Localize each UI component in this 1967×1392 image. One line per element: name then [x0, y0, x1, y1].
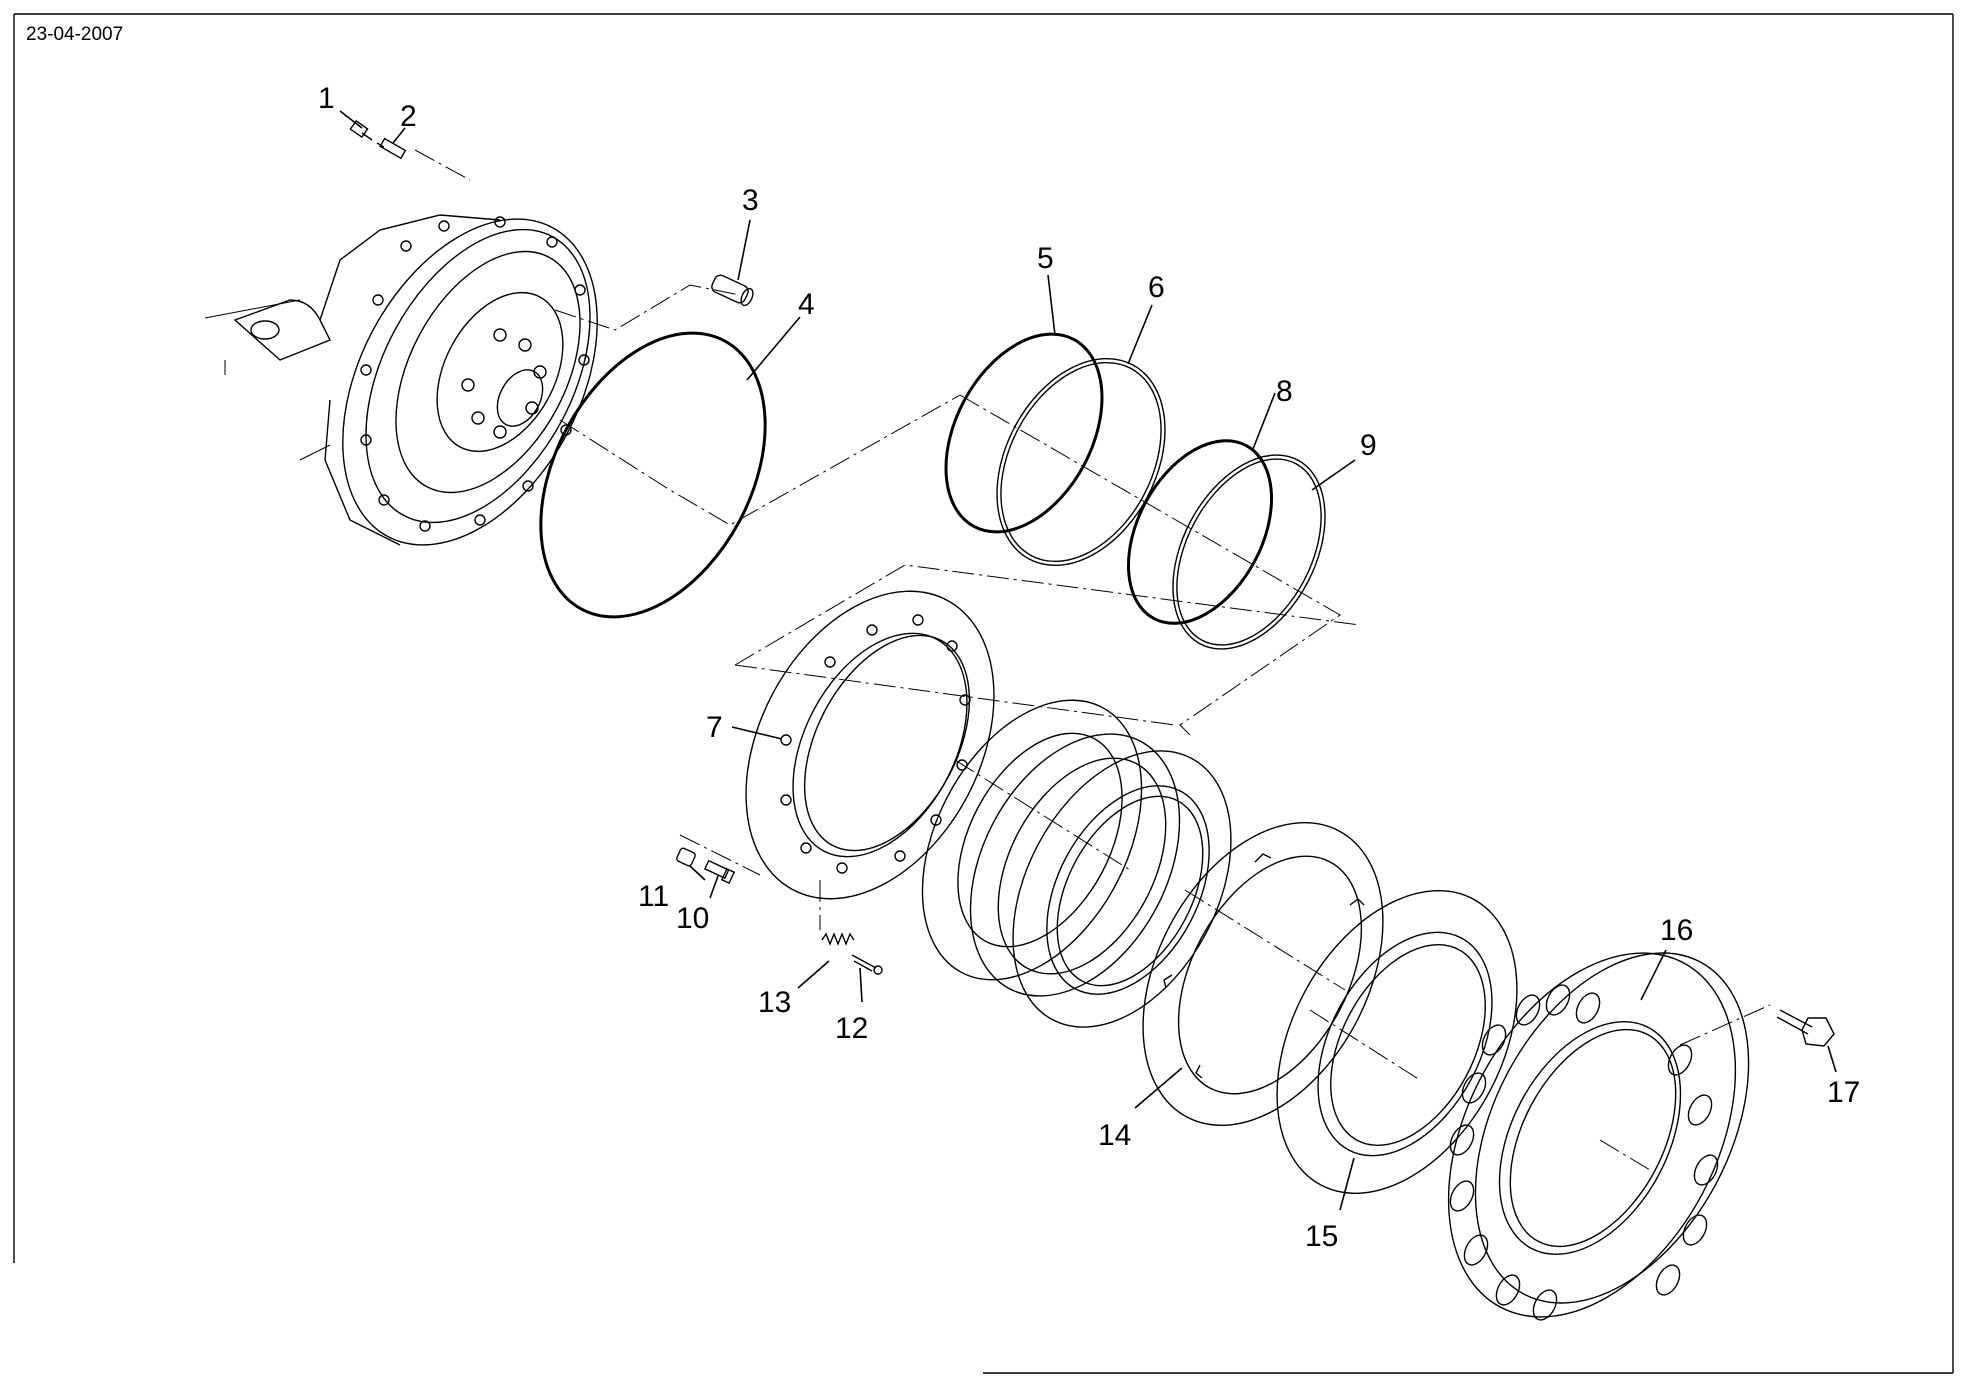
center-lines	[414, 149, 1771, 1171]
callout-6: 6	[1148, 271, 1165, 304]
callout-7: 7	[706, 711, 723, 744]
callout-3: 3	[742, 184, 759, 217]
part-6-inner-edge	[1000, 361, 1162, 563]
part-7-piston-plate	[745, 590, 995, 900]
callout-1: 1	[318, 82, 335, 115]
leader-lines	[339, 110, 1837, 1211]
callout-11: 11	[638, 880, 669, 913]
part-11-plug	[676, 847, 696, 867]
part-17-bolt	[1776, 1009, 1835, 1047]
part-9-backup-ring	[1172, 454, 1326, 650]
brake-housing	[204, 214, 598, 546]
part-13-spring	[821, 932, 855, 946]
part-9-inner-edge	[1176, 458, 1322, 646]
part-10-screw	[703, 859, 736, 885]
part-1-fitting	[349, 119, 373, 141]
part-2-bleeder-screw	[376, 137, 407, 160]
part-16-brake-cover	[1447, 952, 1750, 1321]
callout-2: 2	[400, 100, 417, 133]
part-15-friction-disc	[1276, 890, 1518, 1194]
part-6-backup-ring	[996, 357, 1166, 567]
callout-17: 17	[1827, 1076, 1860, 1109]
part-4-large-o-ring	[539, 331, 767, 619]
callout-12: 12	[835, 1012, 868, 1045]
callout-16: 16	[1660, 914, 1693, 947]
part-12-pin	[851, 954, 883, 975]
part-14-reaction-plate	[1142, 822, 1384, 1126]
part-3-pin	[711, 274, 754, 307]
callout-10: 10	[676, 902, 709, 935]
callout-8: 8	[1276, 375, 1293, 408]
drawing-frame	[13, 13, 1954, 1374]
part-8-o-ring	[1126, 439, 1274, 625]
friction-disc-pack	[921, 699, 1232, 1028]
callout-14: 14	[1098, 1119, 1131, 1152]
part-5-o-ring	[944, 332, 1104, 534]
callout-9: 9	[1360, 429, 1377, 462]
callout-labels: 1 2 3 4 5 6 7 8 9 10 11 12 13 14 15 16 1…	[318, 82, 1860, 1253]
drawing-date: 23-04-2007	[26, 24, 124, 45]
callout-5: 5	[1037, 242, 1054, 275]
callout-4: 4	[798, 288, 815, 321]
callout-15: 15	[1305, 1220, 1338, 1253]
callout-13: 13	[758, 986, 791, 1019]
